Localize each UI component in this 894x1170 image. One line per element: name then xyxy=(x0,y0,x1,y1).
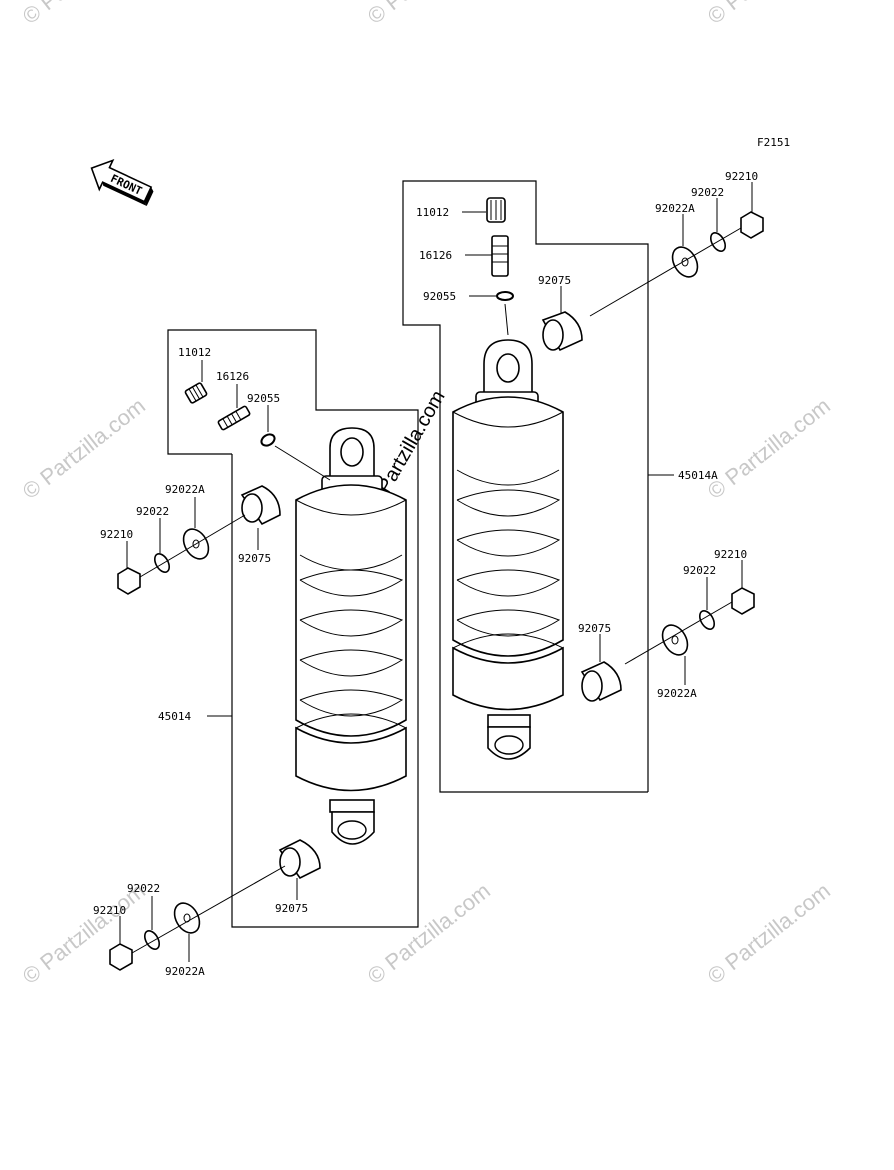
right-label-92210-bottom: 92210 xyxy=(714,548,747,561)
right-bottom-washer xyxy=(698,610,716,630)
right-bracket xyxy=(402,180,649,793)
right-label-92055: 92055 xyxy=(423,290,456,303)
right-label-92075-bottom: 92075 xyxy=(578,622,611,635)
watermarks: © Partzilla.com © Partzilla.com © Partzi… xyxy=(18,0,835,989)
left-bottom-nut xyxy=(109,943,133,971)
left-shock-group: 11012 16126 92055 92022A 92022 92210 920… xyxy=(93,329,419,978)
left-valve-cap xyxy=(184,382,208,404)
left-top-nut xyxy=(117,567,141,595)
left-shock-absorber xyxy=(295,427,407,845)
left-label-92022a-bottom: 92022A xyxy=(165,965,205,978)
watermark-text: © Partzilla.com xyxy=(363,878,495,989)
watermark-text: © Partzilla.com xyxy=(18,0,150,29)
right-top-washer xyxy=(709,232,727,252)
right-label-92075-top: 92075 xyxy=(538,274,571,287)
left-label-92022-top: 92022 xyxy=(136,505,169,518)
right-bottom-nut xyxy=(731,587,755,615)
right-bottom-washer-a xyxy=(661,624,689,656)
right-oring xyxy=(496,291,514,301)
right-label-92022a-bottom: 92022A xyxy=(657,687,697,700)
left-bracket xyxy=(167,329,419,928)
left-label-92075-top: 92075 xyxy=(238,552,271,565)
left-label-45014: 45014 xyxy=(158,710,191,723)
watermark-text: © Partzilla.com xyxy=(703,0,835,29)
left-bottom-washer-a xyxy=(173,902,201,934)
left-top-washer xyxy=(153,553,171,573)
left-label-92210-top: 92210 xyxy=(100,528,133,541)
right-label-92022-bottom: 92022 xyxy=(683,564,716,577)
left-bottom-washer xyxy=(143,930,161,950)
right-label-45014a: 45014A xyxy=(678,469,718,482)
left-label-92022a-top: 92022A xyxy=(165,483,205,496)
right-valve-cap xyxy=(486,197,506,223)
right-label-92022a-top: 92022A xyxy=(655,202,695,215)
front-arrow-icon: FRONT xyxy=(90,158,154,206)
watermark-text: © Partzilla.com xyxy=(703,878,835,989)
right-top-nut xyxy=(740,211,764,239)
watermark-text: © Partzilla.com xyxy=(703,393,835,504)
left-label-92210-bottom: 92210 xyxy=(93,904,126,917)
right-label-16126: 16126 xyxy=(419,249,452,262)
watermark-text: © Partzilla.com xyxy=(363,0,495,29)
right-valve-stem xyxy=(491,235,509,277)
right-label-92210-top: 92210 xyxy=(725,170,758,183)
left-label-92022-bottom: 92022 xyxy=(127,882,160,895)
figure-code: F2151 xyxy=(757,136,790,149)
right-label-92022-top: 92022 xyxy=(691,186,724,199)
left-valve-stem xyxy=(217,405,251,431)
left-label-16126: 16126 xyxy=(216,370,249,383)
right-shock-absorber xyxy=(452,339,564,760)
left-label-11012: 11012 xyxy=(178,346,211,359)
right-top-washer-a xyxy=(671,246,699,278)
left-label-92055: 92055 xyxy=(247,392,280,405)
right-label-11012: 11012 xyxy=(416,206,449,219)
watermark-text: © Partzilla.com xyxy=(18,393,150,504)
left-oring xyxy=(260,433,276,447)
right-shock-group: 11012 16126 92055 92075 92210 92022 9202… xyxy=(402,170,764,793)
left-label-92075-bottom: 92075 xyxy=(275,902,308,915)
